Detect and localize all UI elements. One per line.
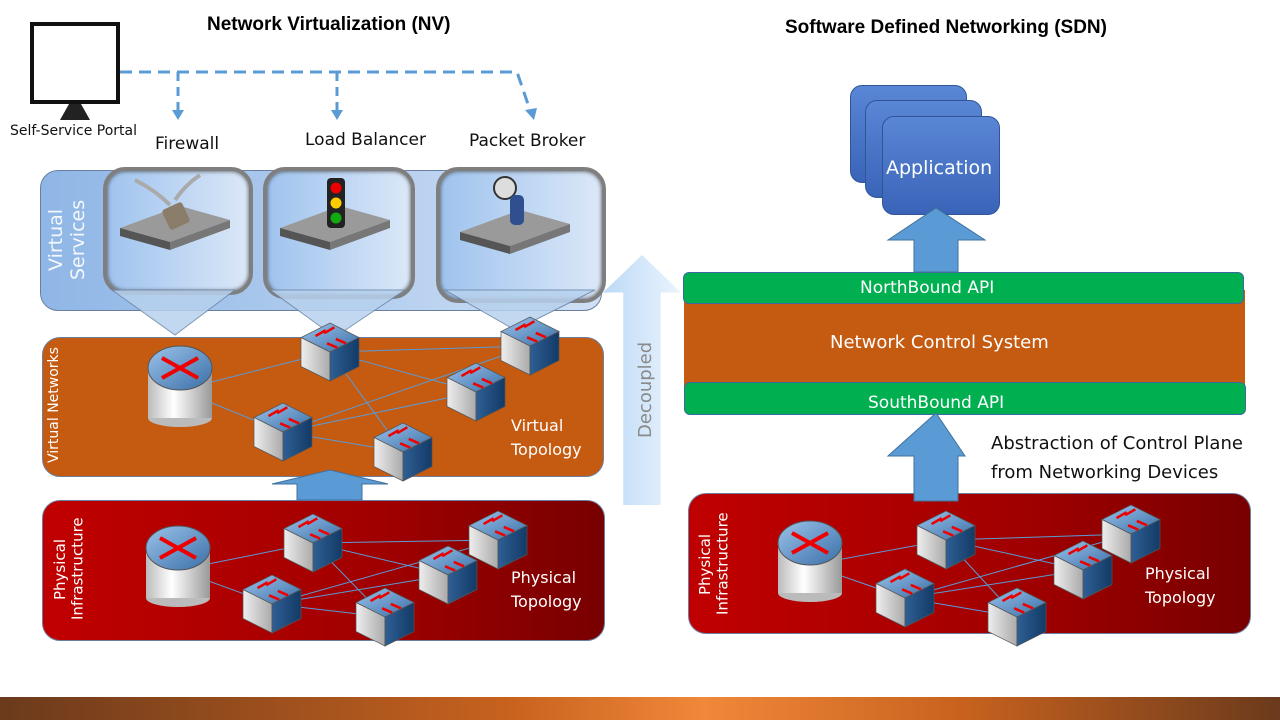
physical-topology-label-sdn: Physical Topology	[1145, 564, 1216, 607]
abstraction-label: Abstraction of Control Plane from Network…	[991, 429, 1243, 487]
router-icon	[777, 520, 843, 602]
footer-band	[0, 697, 1280, 720]
virtual-topology-text: Virtual Topology	[511, 416, 582, 459]
control-system-box	[684, 290, 1245, 394]
monitor-stand	[60, 104, 90, 120]
service-funnel	[443, 289, 596, 331]
switch-icon	[468, 510, 528, 570]
southbound-api-bar	[684, 382, 1246, 415]
abstraction-line-1: Abstraction of Control Plane	[991, 433, 1243, 454]
topology-link	[282, 391, 477, 433]
robot-magnifier-switch-icon	[460, 210, 570, 254]
robot-icon	[510, 195, 524, 225]
topology-link	[904, 569, 1084, 599]
router-icon	[145, 525, 211, 607]
switch-icon	[1101, 504, 1161, 564]
traffic-light-lamp	[330, 182, 342, 194]
sdn-title: Software Defined Networking (SDN)	[785, 17, 1107, 38]
traffic-light-lamp	[330, 197, 342, 209]
self-service-portal-monitor-icon	[30, 22, 120, 104]
portal-label: Self-Service Portal	[10, 123, 138, 139]
northbound-api-label: NorthBound API	[860, 278, 995, 298]
arrowhead	[331, 110, 343, 120]
switch-icon	[373, 422, 433, 482]
service-funnel	[110, 289, 237, 336]
service-label-load-balancer: Load Balancer	[305, 130, 426, 150]
network-control-system-label: Network Control System	[830, 332, 1049, 353]
topology-link	[329, 345, 531, 353]
up-arrow-virtual	[271, 469, 389, 501]
chain-icon	[134, 173, 202, 207]
switch-icon	[283, 513, 343, 573]
switch-icon	[253, 402, 313, 462]
abstraction-line-2: from Networking Devices	[991, 462, 1219, 483]
application-card[interactable]	[882, 116, 1000, 215]
magnifier-icon	[493, 176, 517, 200]
physical-topology-label-nv: Physical Topology	[511, 568, 582, 611]
topology-link	[271, 539, 499, 605]
up-arrow-southbound	[886, 412, 966, 502]
service-label-packet-broker: Packet Broker	[469, 131, 586, 151]
switch-icon	[1053, 540, 1113, 600]
portal-dashed-line	[120, 70, 532, 111]
southbound-api-label: SouthBound API	[868, 393, 1005, 413]
switch-icon	[355, 587, 415, 647]
padlock-icon	[162, 202, 190, 230]
topology-link	[312, 539, 499, 544]
application-label: Application	[886, 157, 993, 179]
router-icon	[147, 345, 213, 427]
service-funnel	[268, 289, 407, 338]
nv-title: Network Virtualization (NV)	[207, 14, 451, 35]
switch-icon	[500, 316, 560, 376]
virtual-topology-label: Virtual Topology	[511, 414, 591, 462]
switch-icon	[875, 568, 935, 628]
switch-icon	[242, 574, 302, 634]
switch-icon	[446, 362, 506, 422]
northbound-api-bar	[683, 272, 1244, 304]
topology-link	[282, 345, 531, 433]
topology-link	[904, 533, 1132, 599]
switch-icon	[418, 545, 478, 605]
arrowhead	[525, 108, 537, 120]
service-label-firewall: Firewall	[155, 134, 220, 154]
switch-icon	[916, 510, 976, 570]
switch-icon	[300, 322, 360, 382]
arrowhead	[172, 110, 184, 120]
traffic-light-lamp	[330, 212, 342, 224]
topology-link	[945, 533, 1132, 541]
switch-icon	[987, 587, 1047, 647]
up-arrow-application	[886, 207, 987, 273]
